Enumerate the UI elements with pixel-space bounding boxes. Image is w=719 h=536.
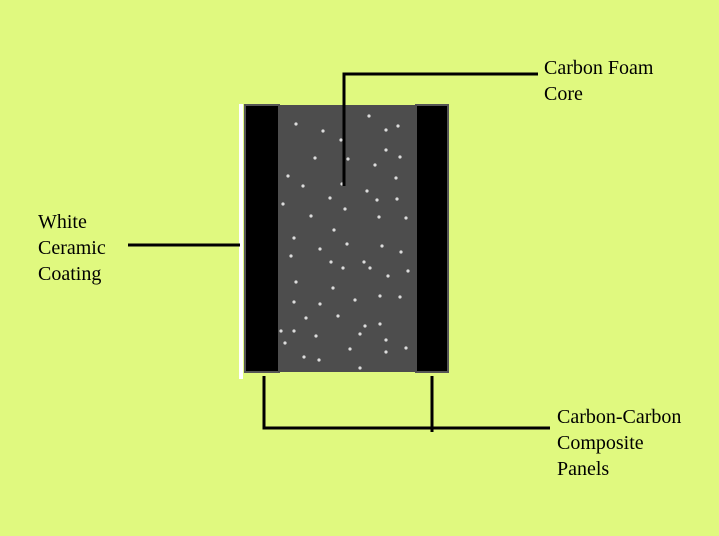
leader-bracket-panels (262, 376, 550, 430)
foam-pore (375, 198, 379, 202)
white-ceramic-coating (239, 104, 243, 379)
foam-pore (394, 176, 398, 180)
foam-pore (367, 114, 371, 118)
foam-pore (318, 302, 322, 306)
foam-pore (292, 329, 296, 333)
foam-pore (384, 350, 388, 354)
foam-pore (292, 236, 296, 240)
foam-pore (294, 122, 298, 126)
foam-pore (358, 332, 362, 336)
foam-pore (384, 148, 388, 152)
foam-pore (358, 366, 362, 370)
foam-pore (365, 189, 369, 193)
foam-pore (348, 347, 352, 351)
foam-pore (377, 215, 381, 219)
label-white-ceramic-coating: White Ceramic Coating (38, 209, 106, 287)
foam-pore (281, 202, 285, 206)
foam-pore (331, 286, 335, 290)
label-line: Ceramic (38, 237, 106, 259)
label-carbon-foam-core: Carbon Foam Core (544, 55, 653, 107)
foam-pore (343, 207, 347, 211)
foam-pore (378, 322, 382, 326)
foam-pore (332, 228, 336, 232)
right-carbon-carbon-panel (415, 104, 449, 373)
foam-pore (398, 155, 402, 159)
foam-pore (341, 266, 345, 270)
foam-pore (399, 250, 403, 254)
foam-pore (346, 157, 350, 161)
left-carbon-carbon-panel (244, 104, 280, 373)
foam-pore (292, 300, 296, 304)
label-carbon-carbon-composite-panels: Carbon-Carbon Composite Panels (557, 404, 681, 482)
label-line: Composite (557, 432, 644, 454)
foam-pore (336, 314, 340, 318)
foam-pores (279, 114, 410, 370)
foam-pore (368, 266, 372, 270)
foam-pore (396, 124, 400, 128)
foam-pore (395, 197, 399, 201)
foam-pore (380, 244, 384, 248)
foam-pore (286, 174, 290, 178)
foam-pore (373, 163, 377, 167)
foam-pore (345, 242, 349, 246)
label-line: Carbon-Carbon (557, 406, 682, 428)
foam-pore (384, 338, 388, 342)
label-line: White (38, 211, 87, 233)
foam-pore (386, 274, 390, 278)
foam-pore (328, 196, 332, 200)
label-line: Core (544, 83, 583, 105)
foam-pore (406, 269, 410, 273)
label-line: Panels (557, 458, 610, 480)
foam-pore (363, 324, 367, 328)
foam-pore (313, 156, 317, 160)
foam-pore (339, 138, 343, 142)
foam-pore (289, 254, 293, 258)
foam-pore (318, 247, 322, 251)
foam-pore (301, 184, 305, 188)
foam-pore (294, 280, 298, 284)
foam-pore (384, 128, 388, 132)
foam-pore (302, 355, 306, 359)
label-line: Coating (38, 263, 102, 285)
foam-pore (404, 346, 408, 350)
leader-line-foam-core (342, 72, 538, 186)
foam-pore (404, 216, 408, 220)
foam-pore (362, 260, 366, 264)
foam-pore (378, 294, 382, 298)
carbon-foam-core (278, 105, 417, 372)
foam-pore (353, 298, 357, 302)
foam-pore (321, 129, 325, 133)
foam-pore (329, 260, 333, 264)
foam-pore (314, 334, 318, 338)
foam-pore (398, 295, 402, 299)
label-line: Carbon Foam (544, 57, 654, 79)
foam-pore (317, 358, 321, 362)
foam-pore (279, 329, 283, 333)
foam-pore (283, 341, 287, 345)
foam-pore (309, 214, 313, 218)
foam-pore (304, 316, 308, 320)
